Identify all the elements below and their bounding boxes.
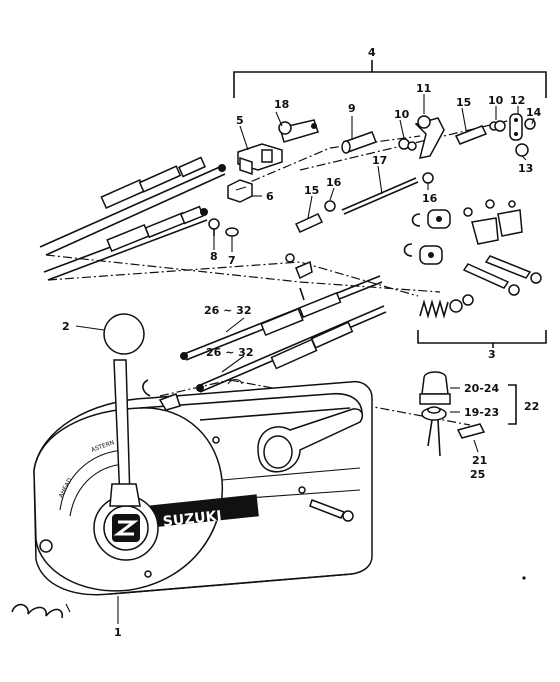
callout-22: 22 (524, 400, 539, 413)
part-8-screw (208, 218, 220, 236)
small-clip-left (142, 379, 181, 411)
callout-7: 7 (228, 254, 236, 267)
spring-washer (11, 603, 71, 619)
upper-cable-1 (39, 156, 226, 256)
callout-16-right: 16 (422, 192, 438, 205)
cable-clip (285, 253, 313, 301)
group-3-parts (403, 199, 542, 319)
callout-6: 6 (266, 190, 274, 203)
callout-1: 1 (114, 626, 122, 639)
callout-19-23: 19-23 (464, 406, 499, 419)
callout-5: 5 (236, 114, 244, 127)
part-10-left (398, 138, 417, 151)
part-16-nut-right (422, 172, 434, 184)
callout-4: 4 (368, 46, 376, 59)
part-16-nut-left (324, 200, 336, 212)
group-22-bracket (508, 384, 517, 425)
callout-25: 25 (470, 468, 485, 481)
part-7-washer (225, 227, 239, 237)
callout-16-left: 16 (326, 176, 342, 189)
part-17-rod (341, 177, 419, 215)
part-15-sleeve-right (454, 125, 488, 145)
group-4-bracket (233, 60, 547, 98)
callout-8: 8 (210, 250, 218, 263)
callout-9: 9 (348, 102, 356, 115)
callout-3: 3 (488, 348, 496, 361)
callout-15-right: 15 (456, 96, 471, 109)
callout-11: 11 (416, 82, 431, 95)
callouts: 4 18 9 5 11 10 15 10 12 14 13 17 16 15 1… (62, 46, 542, 639)
stray-mark (522, 576, 526, 580)
callout-21: 21 (472, 454, 487, 467)
group-3-bracket (417, 330, 547, 348)
callout-26-32-upper: 26 ~ 32 (204, 304, 252, 317)
upper-cable-2 (43, 205, 208, 281)
part-12-link (509, 113, 523, 141)
callout-2: 2 (62, 320, 70, 333)
brand-label: SUZUKI (162, 508, 222, 530)
callout-14: 14 (526, 106, 542, 119)
box-mount-screw (309, 499, 354, 522)
lower-cable-2 (196, 305, 387, 393)
leader-lines (75, 94, 535, 624)
lower-cable-1 (180, 275, 383, 361)
callout-20-24: 20-24 (464, 382, 500, 395)
part-5-bracket (237, 143, 283, 176)
part-10-right (489, 120, 506, 132)
control-lever (103, 313, 145, 507)
part-6-clip (227, 179, 253, 203)
part-15-sleeve-left (294, 213, 324, 233)
callout-17: 17 (372, 154, 387, 167)
callout-15-left: 15 (304, 184, 319, 197)
part-13 (515, 143, 529, 157)
callout-18: 18 (274, 98, 289, 111)
callout-13: 13 (518, 162, 533, 175)
callout-10-right: 10 (488, 94, 504, 107)
part-18-pin (278, 119, 319, 143)
part-9-bushing (341, 131, 377, 154)
part-11-lever (414, 115, 445, 159)
callout-26-32-lower: 26 ~ 32 (206, 346, 254, 359)
neutral-switch (419, 371, 486, 457)
callout-12: 12 (510, 94, 525, 107)
callout-10-left: 10 (394, 108, 410, 121)
remote-control-box (33, 378, 373, 596)
